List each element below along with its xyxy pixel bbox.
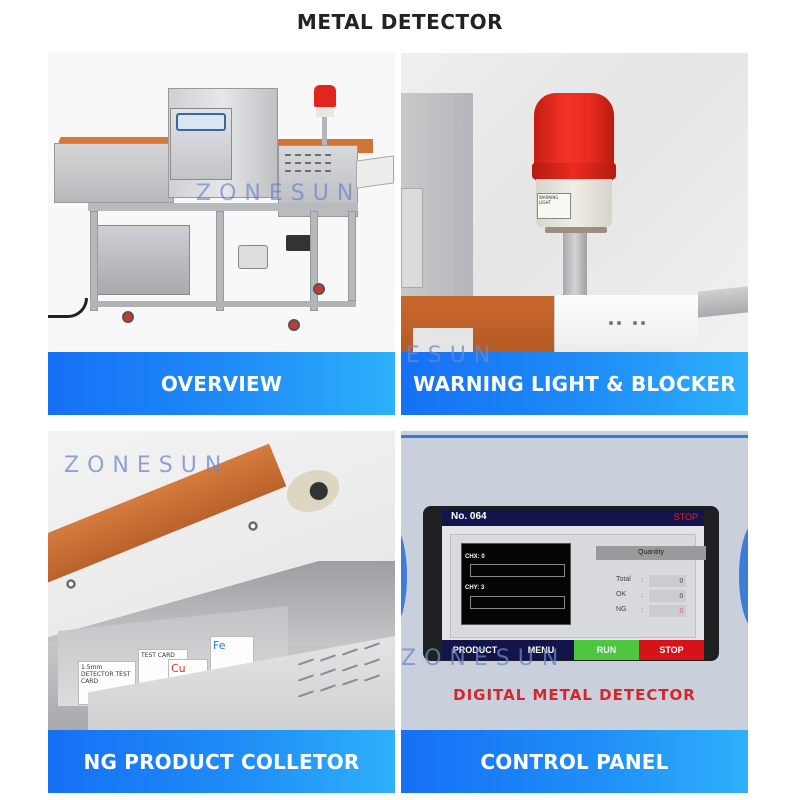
light-pole: [563, 233, 587, 295]
page-title: METAL DETECTOR: [296, 10, 504, 34]
caster-wheel: [288, 319, 300, 331]
frame-leg: [90, 211, 98, 311]
decor-circle: [401, 521, 407, 631]
counter-value-ok: 0: [649, 590, 686, 602]
screw-icon: [248, 521, 258, 531]
counter-label-total: Total: [616, 576, 631, 583]
frame-leg: [216, 211, 224, 311]
caption-banner: NG PRODUCT COLLETOR: [48, 730, 395, 793]
machine-number: No. 064: [451, 511, 487, 522]
device-label: DIGITAL METAL DETECTOR: [453, 686, 696, 704]
frame-top: [88, 203, 358, 211]
quantity-header: Quantity: [596, 546, 706, 560]
product-button[interactable]: PRODUCT: [442, 640, 508, 660]
control-panel-photo: No. 064 STOP CHX: 0 CHY: 3 Quantity Tota…: [401, 431, 748, 730]
caption-banner: CONTROL PANEL: [401, 730, 748, 793]
channel-x-label: CHX: 0: [465, 554, 485, 560]
panel-warning-light: WARNING LIGHT WARNING LIGHT & BLOCKER ZO…: [401, 53, 748, 415]
counter-value-total: 0: [649, 575, 686, 587]
counter-label-ng: NG: [616, 606, 627, 613]
warning-light-base: [316, 107, 334, 117]
cabinet-panel: [401, 188, 423, 288]
panel-overview: ZONESUN OVERVIEW: [48, 53, 395, 415]
caster-wheel: [313, 283, 325, 295]
status-indicator: STOP: [673, 512, 698, 522]
screen-body: CHX: 0 CHY: 3 Quantity Total : 0 OK : 0 …: [450, 534, 706, 638]
mount-plate: [545, 227, 607, 233]
air-filter: [238, 245, 268, 269]
panel-ng-collector: 1.5mm DETECTOR TEST CARD TEST CARD Cu Fe…: [48, 431, 395, 793]
counter-value-ng: 0: [649, 605, 686, 617]
ng-collector-photo: 1.5mm DETECTOR TEST CARD TEST CARD Cu Fe…: [48, 431, 395, 730]
control-screen: [176, 113, 226, 131]
blocker-plate: [554, 295, 698, 352]
panel-control-panel: No. 064 STOP CHX: 0 CHY: 3 Quantity Tota…: [401, 431, 748, 793]
warning-light-icon: [314, 85, 336, 107]
channel-x-bar: [470, 564, 565, 577]
frame-leg: [310, 211, 318, 311]
signal-display: CHX: 0 CHY: 3: [461, 543, 571, 625]
warning-light-label: WARNING LIGHT: [537, 193, 571, 219]
caption-banner: OVERVIEW: [48, 352, 395, 415]
conveyor-housing-left: [54, 143, 174, 203]
channel-y-bar: [470, 596, 565, 609]
run-button[interactable]: RUN: [574, 640, 639, 660]
touch-screen: No. 064 STOP CHX: 0 CHY: 3 Quantity Tota…: [442, 510, 706, 660]
caption-banner: WARNING LIGHT & BLOCKER: [401, 352, 748, 415]
colon: :: [641, 591, 644, 599]
decor-circle: [739, 521, 748, 631]
screen-button-bar: PRODUCT MENU RUN STOP: [442, 640, 704, 660]
conveyor-end-roller: [356, 155, 394, 189]
trim-line: [401, 435, 748, 438]
counter-label-ok: OK: [616, 591, 627, 598]
screen-header: No. 064 STOP: [442, 510, 704, 526]
screw-icon: [66, 579, 76, 589]
frame-leg: [348, 211, 356, 301]
stop-button[interactable]: STOP: [639, 640, 704, 660]
warning-light-pole: [322, 117, 327, 145]
caster-wheel: [122, 311, 134, 323]
guard-cutout: [413, 328, 473, 352]
channel-y-label: CHY: 3: [465, 585, 485, 591]
electrical-cabinet: [90, 225, 190, 295]
overview-photo: ZONESUN: [48, 53, 395, 352]
warning-light-photo: WARNING LIGHT: [401, 53, 748, 352]
colon: :: [641, 606, 644, 614]
solenoid-valve: [286, 235, 314, 251]
conveyor-rail: [698, 286, 748, 318]
frame-bottom: [90, 301, 356, 307]
menu-button[interactable]: MENU: [508, 640, 574, 660]
warning-light-rim: [532, 163, 616, 179]
colon: :: [641, 576, 644, 584]
